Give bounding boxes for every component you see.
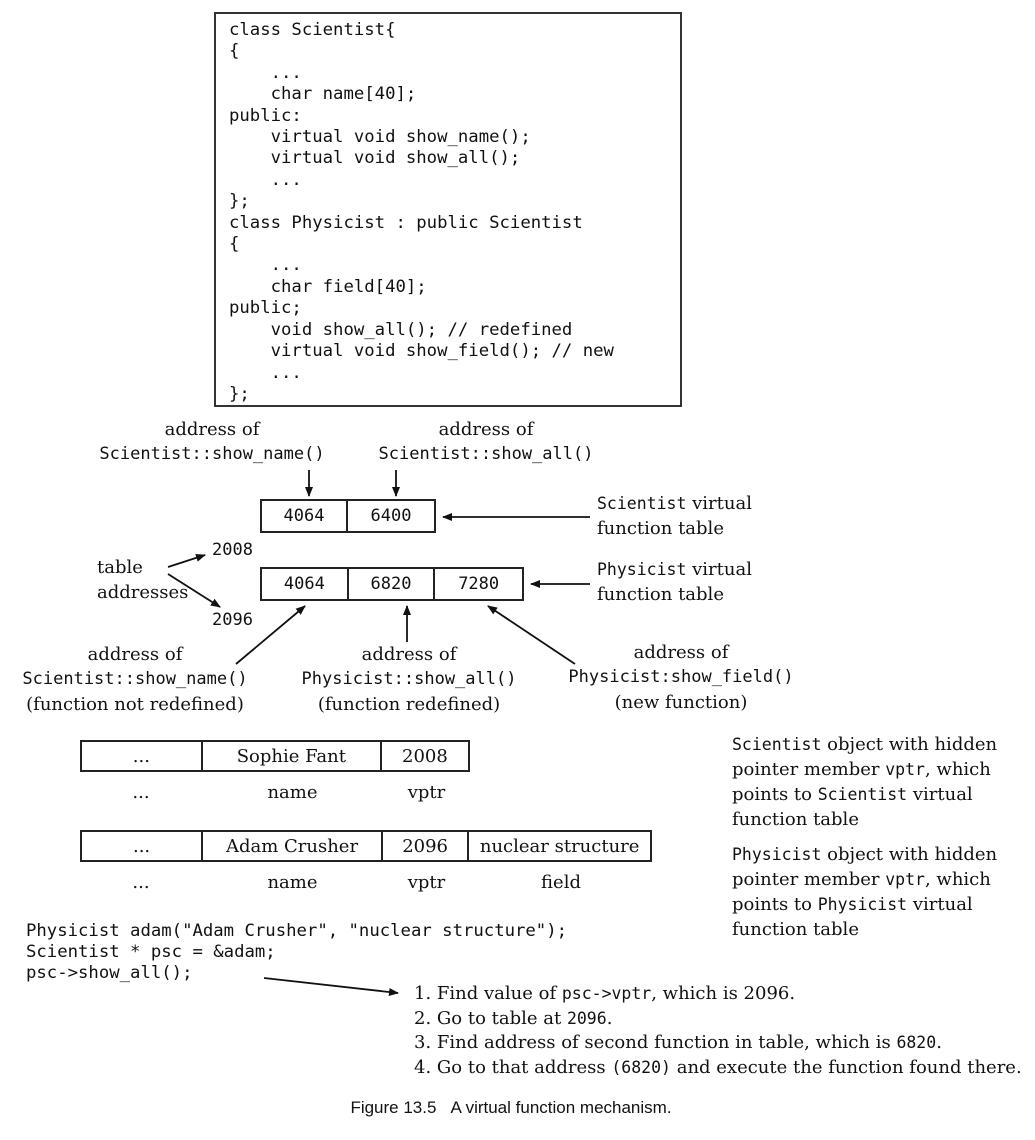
- scientist-show-name-label: Scientist::show_name(): [99, 444, 325, 464]
- call-code: Physicist adam("Adam Crusher", "nuclear …: [26, 921, 568, 983]
- step-item: 1. Find value of psc->vptr, which is 209…: [414, 983, 796, 1004]
- physicist-object-vptr-cell: 2096: [383, 832, 470, 860]
- object-label: name: [267, 872, 318, 893]
- physicist-vtable-cell: 7280: [458, 574, 500, 594]
- physicist-object-row: ... Adam Crusher 2096 nuclear structure: [80, 830, 652, 862]
- physicist-object-name-cell: Adam Crusher: [203, 832, 383, 860]
- show-name-address-label: address of Scientist::show_name() (funct…: [22, 644, 248, 715]
- figure-caption: Figure 13.5 A virtual function mechanism.: [350, 1098, 671, 1118]
- arrow-7280-up: [487, 605, 576, 665]
- arrow-to-2008: [167, 553, 206, 568]
- scientist-vtable-cell: 6400: [370, 506, 412, 526]
- steps-list: 1. Find value of psc->vptr, which is 209…: [414, 982, 1022, 1080]
- scientist-object-name-cell: Sophie Fant: [203, 742, 382, 770]
- object-label: vptr: [407, 872, 446, 893]
- scientist-object-cell: ...: [82, 742, 203, 770]
- scientist-table-address: 2008: [212, 540, 253, 560]
- step-item: 3. Find address of second function in ta…: [414, 1032, 942, 1053]
- physicist-table-address: 2096: [212, 610, 253, 630]
- address-of-label-2: address of: [438, 419, 534, 440]
- object-label: vptr: [407, 782, 446, 803]
- object-label: ...: [132, 782, 150, 803]
- scientist-vtable-label: Scientist virtual function table: [597, 493, 752, 539]
- step-item: 4. Go to that address (6820) and execute…: [414, 1056, 1022, 1078]
- scientist-show-all-label: Scientist::show_all(): [378, 444, 594, 464]
- arrow-call-to-steps: [263, 977, 399, 996]
- class-code-text: class Scientist{ { ... char name[40]; pu…: [229, 20, 614, 404]
- address-of-label-1: address of: [164, 419, 260, 440]
- scientist-object-description: Scientist object with hidden pointer mem…: [732, 734, 998, 830]
- show-all-address-label: address of Physicist::show_all() (functi…: [301, 644, 517, 715]
- show-field-address-label: address of Physicist:show_field() (new f…: [568, 642, 794, 713]
- physicist-vtable-label: Physicist virtual function table: [597, 559, 752, 605]
- figure-number: Figure 13.5: [350, 1098, 437, 1117]
- object-label: ...: [132, 872, 150, 893]
- scientist-object-row: ... Sophie Fant 2008: [80, 740, 470, 772]
- scientist-vtable-cell: 4064: [262, 501, 349, 531]
- scientist-object-labels: ... name vptr: [80, 782, 470, 803]
- object-label: field: [541, 872, 581, 893]
- physicist-vtable-cell: 4064: [262, 569, 349, 599]
- arrow-to-2096: [167, 573, 221, 608]
- step-item: 2. Go to table at 2096.: [414, 1007, 613, 1029]
- figure-caption-text: A virtual function mechanism.: [450, 1098, 672, 1117]
- class-code-box: class Scientist{ { ... char name[40]; pu…: [214, 12, 682, 407]
- physicist-vtable: 4064 6820 7280: [260, 567, 524, 601]
- scientist-vtable: 4064 6400: [260, 499, 436, 533]
- physicist-object-description: Physicist object with hidden pointer mem…: [732, 844, 998, 940]
- scientist-object-vptr-cell: 2008: [402, 745, 448, 767]
- physicist-object-labels: ... name vptr field: [80, 872, 652, 893]
- table-addresses-label: table addresses: [97, 557, 189, 603]
- arrow-4064-up: [235, 605, 306, 665]
- object-label: name: [267, 782, 318, 803]
- physicist-object-field-cell: nuclear structure: [479, 835, 640, 857]
- physicist-vtable-cell: 6820: [349, 569, 436, 599]
- physicist-object-cell: ...: [82, 832, 204, 860]
